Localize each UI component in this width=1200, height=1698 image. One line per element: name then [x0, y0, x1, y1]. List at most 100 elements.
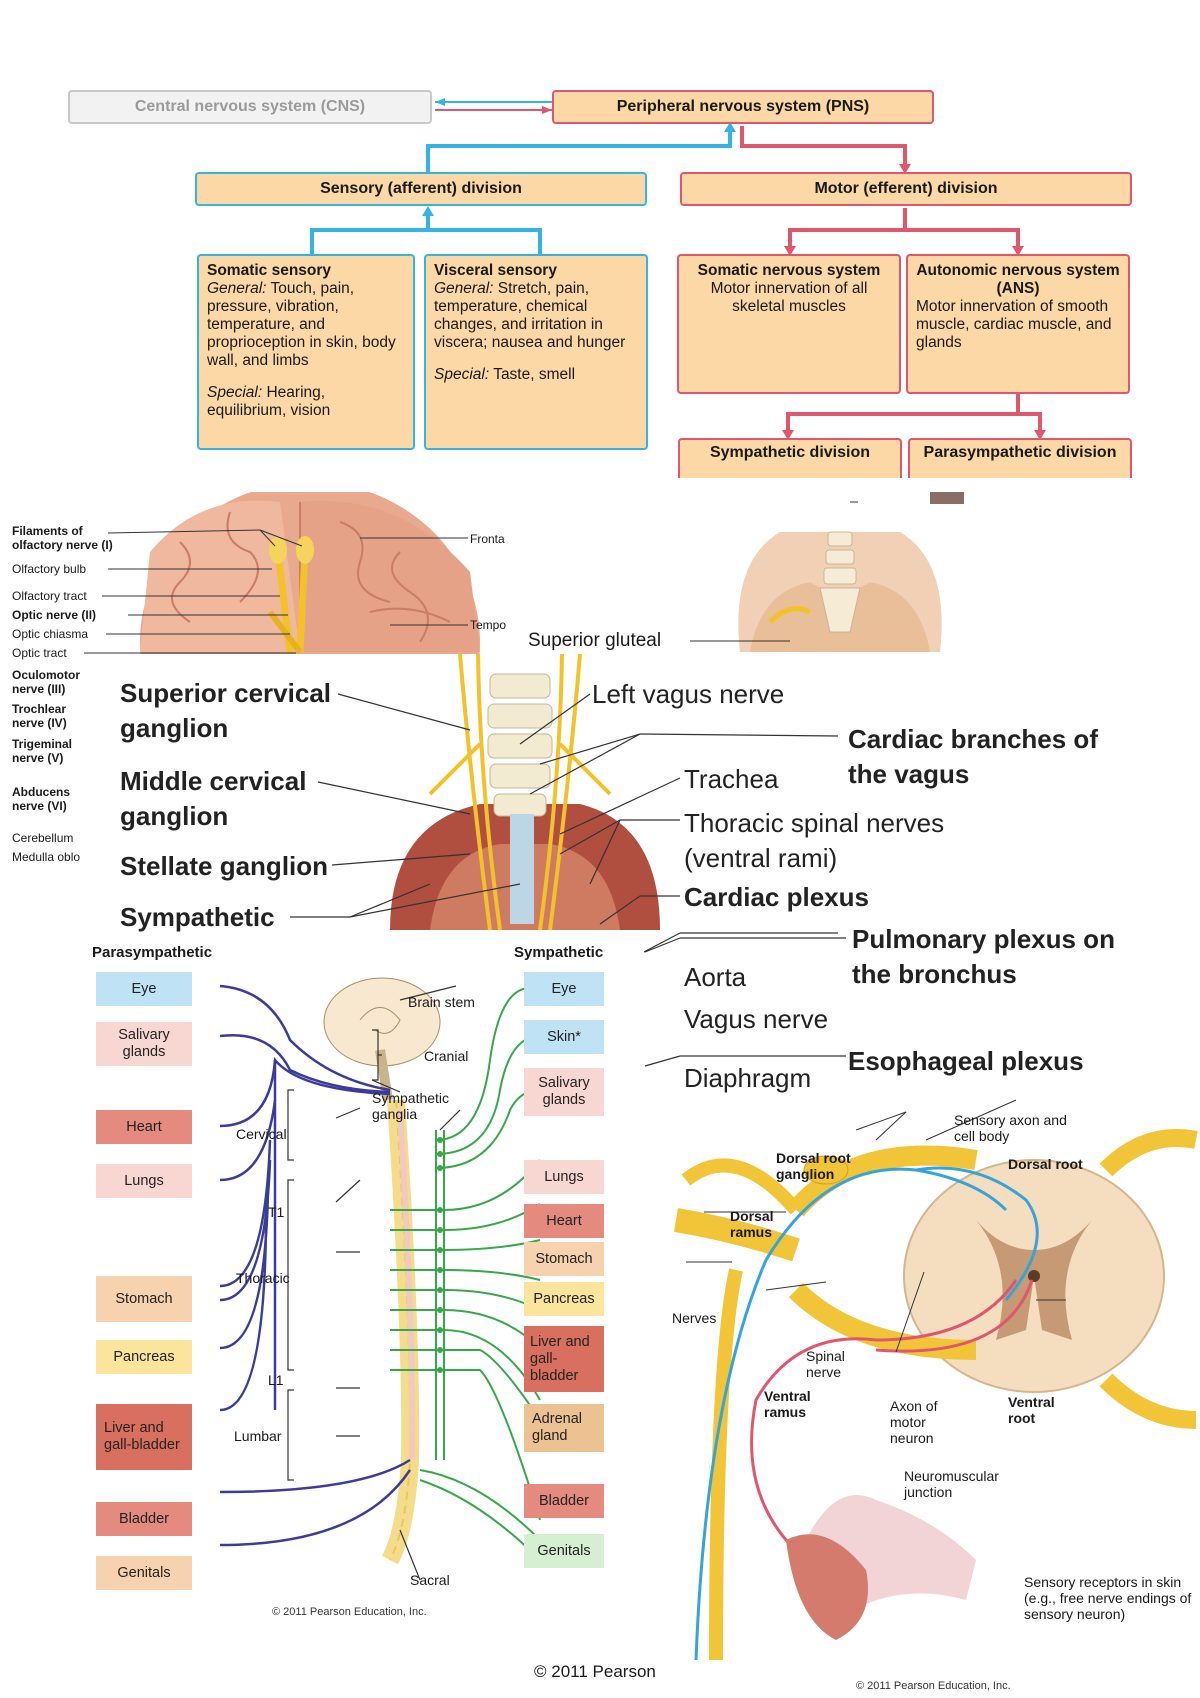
somatic-sensory-box: Somatic sensory General: Touch, pain, pr…: [197, 254, 415, 450]
label-spinal-nerve: Spinal nerve: [806, 1348, 845, 1380]
para-organ-salivary: Salivary glands: [96, 1022, 192, 1066]
sym-organ-bladder: Bladder: [524, 1484, 604, 1518]
label-neuromuscular-junction: Neuromuscular junction: [904, 1468, 999, 1500]
para-organ-bladder: Bladder: [96, 1502, 192, 1536]
label-trachea: Trachea: [684, 764, 779, 794]
brain-illustration: [84, 492, 480, 654]
somatic-ns-title: Somatic nervous system: [697, 262, 881, 279]
parasympathetic-title: Parasympathetic: [92, 944, 213, 961]
para-organ-pancreas: Pancreas: [96, 1340, 192, 1374]
vagus-leaders: [290, 693, 839, 955]
visceral-sensory-special: Taste, smell: [493, 366, 576, 383]
label-vagus-nerve: Vagus nerve: [684, 1004, 829, 1034]
general-label: General:: [207, 280, 267, 297]
label-abducens-nerve: Abducens nerve (VI): [12, 785, 71, 813]
sym-organ-liver: Liver and gall-bladder: [524, 1326, 604, 1392]
flowchart-connectors: [310, 98, 1046, 440]
region-sacral: Sacral: [410, 1572, 450, 1588]
region-l1: L1: [268, 1372, 284, 1388]
label-frontal: Fronta: [470, 532, 505, 546]
region-brain-stem: Brain stem: [408, 994, 475, 1010]
label-thoracic-spinal-nerves: Thoracic spinal nerves (ventral rami): [684, 808, 945, 873]
somatic-nervous-system-box: Somatic nervous system Motor innervation…: [677, 254, 901, 394]
label-olfactory-filaments: Filaments of olfactory nerve (I): [12, 524, 113, 552]
region-t1: T1: [268, 1204, 285, 1220]
label-nerves: Nerves: [672, 1310, 717, 1326]
label-cardiac-branches: Cardiac branches of the vagus: [848, 724, 1098, 789]
label-stellate-ganglion: Stellate ganglion: [120, 851, 329, 881]
pns-box: Peripheral nervous system (PNS): [552, 90, 934, 124]
label-left-vagus-nerve: Left vagus nerve: [592, 679, 785, 709]
label-cardiac-plexus: Cardiac plexus: [684, 882, 869, 912]
gluteal-leader: [690, 640, 790, 642]
vagus-far-leaders: [644, 937, 846, 1067]
sensory-division-box: Sensory (afferent) division: [195, 172, 647, 206]
sympathetic-division-box: Sympathetic division: [678, 438, 902, 478]
para-organ-eye: Eye: [96, 972, 192, 1006]
special-label: Special:: [434, 366, 490, 383]
sym-organ-stomach: Stomach: [524, 1242, 604, 1276]
sym-organ-salivary: Salivary glands: [524, 1068, 604, 1116]
label-optic-chiasma: Optic chiasma: [12, 627, 89, 641]
somatic-ns-text: Motor innervation of all skeletal muscle…: [710, 280, 868, 315]
cns-box: Central nervous system (CNS): [68, 90, 432, 124]
region-thoracic: Thoracic: [236, 1270, 290, 1286]
label-axon-motor-neuron: Axon of motor neuron: [890, 1398, 938, 1446]
special-label: Special:: [207, 384, 263, 401]
label-oculomotor-nerve: Oculomotor nerve (III): [12, 668, 80, 696]
label-superior-cervical-ganglion: Superior cervical ganglion: [120, 678, 331, 743]
label-olfactory-tract: Olfactory tract: [12, 589, 87, 603]
division-clip: Sympathetic division Parasympathetic div…: [670, 438, 1140, 478]
label-optic-tract: Optic tract: [12, 646, 67, 660]
ans-box: Autonomic nervous system (ANS) Motor inn…: [906, 254, 1130, 394]
label-medulla: Medulla oblo: [12, 850, 81, 864]
somatic-sensory-general: Touch, pain, pressure, vibration, temper…: [207, 280, 396, 369]
visceral-sensory-title: Visceral sensory: [434, 262, 557, 279]
visceral-sensory-box: Visceral sensory General: Stretch, pain,…: [424, 254, 648, 450]
label-trigeminal-nerve: Trigeminal nerve (V): [12, 737, 73, 765]
label-temporal: Tempo: [470, 618, 507, 632]
label-diaphragm: Diaphragm: [684, 1063, 812, 1093]
label-cerebellum: Cerebellum: [12, 831, 74, 845]
label-trochlear-nerve: Trochlear nerve (IV): [12, 702, 67, 730]
sym-organ-genitals: Genitals: [524, 1534, 604, 1568]
para-organ-liver: Liver and gall-bladder: [96, 1404, 192, 1470]
gluteal-illustration: [738, 492, 964, 652]
label-pulmonary-plexus: Pulmonary plexus on the bronchus: [852, 924, 1115, 989]
sym-organ-eye: Eye: [524, 972, 604, 1006]
region-lumbar: Lumbar: [234, 1428, 282, 1444]
label-ventral-root: Ventral root: [1008, 1394, 1055, 1426]
label-sensory-receptors: Sensory receptors in skin (e.g., free ne…: [1024, 1574, 1192, 1622]
sym-organ-pancreas: Pancreas: [524, 1282, 604, 1316]
sym-organ-heart: Heart: [524, 1204, 604, 1238]
region-sympathetic-ganglia: Sympathetic ganglia: [372, 1090, 450, 1122]
label-ventral-ramus: Ventral ramus: [764, 1388, 811, 1420]
label-dorsal-ramus: Dorsal ramus: [730, 1208, 774, 1240]
para-organ-heart: Heart: [96, 1110, 192, 1144]
general-label: General:: [434, 280, 494, 297]
ans-title: Autonomic nervous system (ANS): [916, 262, 1120, 297]
ans-text: Motor innervation of smooth muscle, card…: [916, 298, 1112, 351]
motor-division-box: Motor (efferent) division: [680, 172, 1132, 206]
label-aorta: Aorta: [684, 962, 747, 992]
label-sympathetic: Sympathetic: [120, 902, 275, 932]
region-cranial: Cranial: [424, 1048, 469, 1064]
label-esophageal-plexus: Esophageal plexus: [848, 1046, 1084, 1076]
sym-organ-skin: Skin*: [524, 1020, 604, 1054]
label-dorsal-root-ganglion: Dorsal root ganglion: [776, 1150, 851, 1182]
para-organ-genitals: Genitals: [96, 1556, 192, 1590]
label-olfactory-bulb: Olfactory bulb: [12, 562, 87, 576]
region-cervical: Cervical: [236, 1126, 287, 1142]
spinal-copyright: © 2011 Pearson Education, Inc.: [856, 1680, 1011, 1692]
label-optic-nerve: Optic nerve (II): [12, 608, 97, 622]
sym-organ-lungs: Lungs: [524, 1160, 604, 1194]
somatic-sensory-special: Hearing, equilibrium, vision: [207, 384, 331, 419]
ans-chart-copyright: © 2011 Pearson Education, Inc.: [272, 1606, 427, 1618]
somatic-sensory-title: Somatic sensory: [207, 262, 332, 279]
spinal-cord-illustration: [674, 1099, 1198, 1661]
visceral-sensory-general: Stretch, pain, temperature, chemical cha…: [434, 280, 626, 351]
label-middle-cervical-ganglion: Middle cervical ganglion: [120, 766, 307, 831]
label-sensory-axon: Sensory axon and cell body: [954, 1112, 1067, 1144]
label-dorsal-root: Dorsal root: [1008, 1156, 1083, 1172]
sympathetic-title: Sympathetic: [514, 944, 604, 961]
